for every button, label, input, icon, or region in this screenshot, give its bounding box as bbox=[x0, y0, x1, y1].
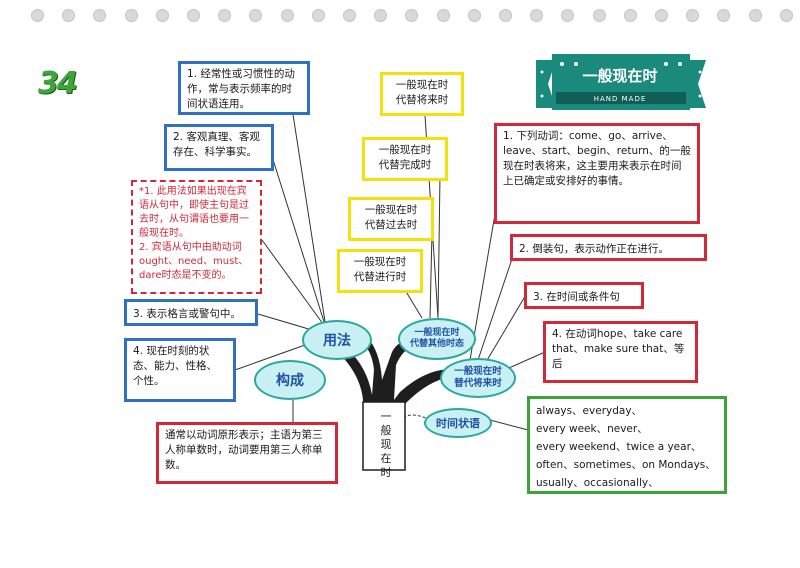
binding-ring bbox=[405, 9, 419, 22]
binding-ring bbox=[655, 9, 668, 22]
substitute-future: 一般现在时 代替将来时 bbox=[380, 72, 464, 116]
binding-ring bbox=[218, 9, 232, 22]
binding-ring bbox=[93, 9, 107, 22]
binding-ring bbox=[748, 9, 762, 22]
binding-ring bbox=[124, 9, 138, 22]
binding-ring bbox=[280, 9, 294, 22]
branch-usage: 用法 bbox=[302, 320, 372, 360]
binding-ring bbox=[686, 9, 700, 22]
page-number: 34 bbox=[38, 66, 78, 101]
binding-ring bbox=[343, 9, 356, 22]
binding-ring bbox=[717, 9, 731, 22]
binding-ring bbox=[499, 9, 512, 22]
substitute-progressive: 一般现在时 代替进行时 bbox=[337, 249, 423, 293]
time-words-list: always、everyday、 every week、never、 every… bbox=[527, 396, 727, 494]
binding-ring bbox=[623, 9, 637, 22]
binding-ring bbox=[592, 9, 606, 22]
binding-ring bbox=[187, 9, 200, 22]
binding-ring bbox=[779, 9, 793, 22]
binding-ring bbox=[249, 9, 263, 22]
binding-ring bbox=[530, 9, 544, 22]
binding-ring bbox=[62, 9, 76, 22]
binding-ring bbox=[561, 9, 575, 22]
binding-ring bbox=[374, 9, 388, 22]
future-item-2: 2. 倒装句，表示动作正在进行。 bbox=[510, 234, 707, 261]
spiral-binding bbox=[0, 0, 800, 30]
branch-substitute: 一般现在时 代替其他时态 bbox=[398, 318, 476, 360]
usage-item-2: 2. 客观真理、客观存在、科学事实。 bbox=[164, 124, 274, 171]
title-main: 一般现在时 bbox=[582, 67, 658, 85]
branch-formation: 构成 bbox=[254, 360, 326, 400]
title-banner bbox=[536, 54, 706, 110]
substitute-past: 一般现在时 代替过去时 bbox=[348, 197, 434, 241]
binding-ring bbox=[155, 9, 169, 22]
branch-future: 一般现在时 替代将来时 bbox=[440, 358, 516, 398]
future-item-3: 3. 在时间或条件句中。 bbox=[524, 282, 644, 309]
binding-ring bbox=[311, 9, 325, 22]
future-item-4: 4. 在动词hope、take care that、make sure that… bbox=[543, 321, 698, 383]
substitute-perfect: 一般现在时 代替完成时 bbox=[362, 137, 448, 181]
trunk-label: 一 般 现 在 时 bbox=[380, 410, 392, 479]
usage-item-4: 4. 现在时刻的状态、能力、性格、个性。 bbox=[124, 338, 236, 402]
usage-note: *1. 此用法如果出现在宾语从句中，即使主句是过去时，从句谓语也要用一般现在时。… bbox=[131, 180, 262, 294]
usage-item-3: 3. 表示格言或警句中。 bbox=[124, 299, 258, 326]
usage-item-1: 1. 经常性或习惯性的动作，常与表示频率的时间状语连用。 bbox=[178, 61, 310, 115]
future-item-1: 1. 下列动词：come、go、arrive、leave、start、begin… bbox=[494, 123, 700, 224]
binding-ring bbox=[467, 9, 481, 22]
title-sub: HAND MADE bbox=[593, 95, 647, 103]
formation-text: 通常以动词原形表示；主语为第三人称单数时，动词要用第三人称单数。 bbox=[156, 422, 338, 484]
branch-time-words: 时间状语 bbox=[424, 408, 492, 438]
binding-ring bbox=[436, 9, 450, 22]
binding-ring bbox=[31, 9, 44, 22]
